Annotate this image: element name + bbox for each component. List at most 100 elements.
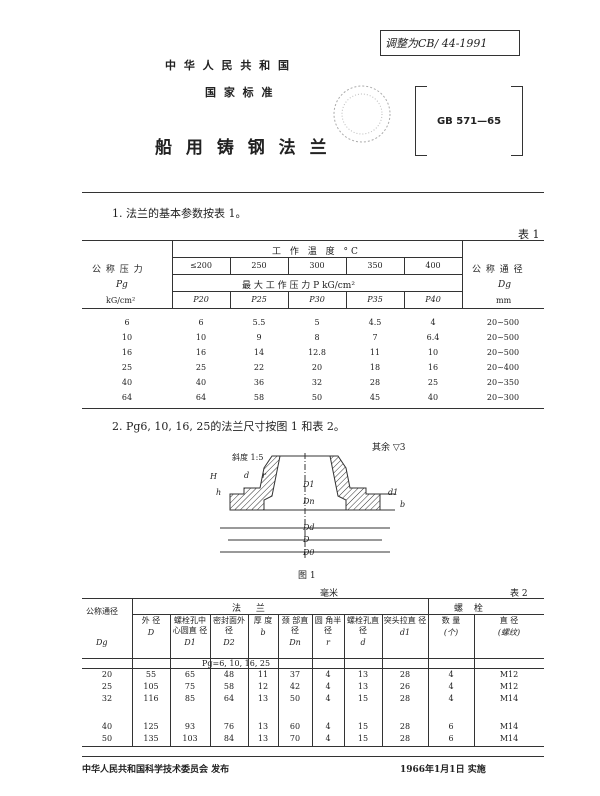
standard-code: GB 571—65 <box>436 116 502 127</box>
t2-col-name: 螺栓孔中心圆直 径 <box>172 616 208 635</box>
t2-col-line <box>428 598 429 746</box>
t2-cell: 60 <box>289 722 301 731</box>
t2-cell: 4 <box>325 734 331 743</box>
fig-label-dd: Dd <box>303 523 315 532</box>
t2-col-sym: D1 <box>184 638 196 647</box>
t1-cell: 32 <box>311 378 323 387</box>
t2-col-sym: D <box>147 628 155 637</box>
fig-label-d1: D1 <box>303 480 315 489</box>
t1-cell: 20~400 <box>486 363 520 372</box>
t2-cell: 26 <box>399 682 411 691</box>
t2-col-line <box>210 614 211 746</box>
t2-cell: 76 <box>223 722 235 731</box>
t2-cell: 103 <box>182 734 198 743</box>
t2-cell: 58 <box>223 682 235 691</box>
country-name: 中 华 人 民 共 和 国 <box>165 59 291 72</box>
t1-subhead: P30 <box>309 295 325 304</box>
t1-subhead: P40 <box>425 295 441 304</box>
t2-col-line <box>248 614 249 746</box>
t2-cell: 12 <box>257 682 269 691</box>
t1-cell: 6 <box>198 318 204 327</box>
t2-col-line <box>278 614 279 746</box>
t1-cell: 7 <box>372 333 378 342</box>
t2-cell: 13 <box>257 694 269 703</box>
t2-cell: 15 <box>357 694 369 703</box>
t2-col-line <box>170 614 171 746</box>
t1-cell: 6.4 <box>426 333 440 342</box>
t2-cell: 42 <box>289 682 301 691</box>
t2-cell: 37 <box>289 670 301 679</box>
t2-cell: 13 <box>257 734 269 743</box>
t2-cell: 4 <box>448 694 454 703</box>
t2-cell: 70 <box>289 734 301 743</box>
header-divider <box>82 192 544 193</box>
t1-cell: 20~500 <box>486 333 520 342</box>
effective-date: 1966年1月1日 实施 <box>400 765 486 775</box>
t1-temp-header: 工 作 温 度 °C <box>272 247 361 257</box>
t1-cell: 20~500 <box>486 318 520 327</box>
t2-col-name: 厚 度 <box>253 616 273 625</box>
t2-col-line <box>312 614 313 746</box>
t2-cell: M12 <box>499 670 519 679</box>
t2-cell: M14 <box>499 722 519 731</box>
t2-cell: 50 <box>101 734 113 743</box>
t1-subheads-row: P20 P25 P30 P35 P40 <box>172 295 462 304</box>
fig-label-d-hole: d <box>244 471 250 480</box>
t2-cell: 48 <box>223 670 235 679</box>
t2-cell: 84 <box>223 734 235 743</box>
t2-cell: 20 <box>101 670 113 679</box>
t2-cell: 64 <box>223 694 235 703</box>
t2-cell: 4 <box>325 694 331 703</box>
t2-cell: 6 <box>448 734 454 743</box>
t1-cell: 22 <box>253 363 265 372</box>
t1-cell: 25 <box>427 378 439 387</box>
t1-cell: 4.5 <box>368 318 382 327</box>
t2-cell: M12 <box>499 682 519 691</box>
t2-col-name: 外 径 <box>141 616 161 625</box>
t1-cell: 6 <box>124 318 130 327</box>
t2-col-name: 圆 角半 径 <box>314 616 342 635</box>
t2-cell: 13 <box>357 682 369 691</box>
t2-cell: 4 <box>325 722 331 731</box>
t1-cell: 28 <box>369 378 381 387</box>
t2-cell: 4 <box>325 670 331 679</box>
t1-cell: 40 <box>195 378 207 387</box>
t1-cell: 14 <box>253 348 265 357</box>
t2-subheader: Pg=6, 10, 16, 25 <box>202 659 271 668</box>
t1-cell: 20 <box>311 363 323 372</box>
t2-dn-sym: Dg <box>96 638 108 647</box>
t2-dn-label: 公称通径 <box>86 607 118 616</box>
t2-unit: 毫米 <box>320 589 339 599</box>
t2-cell: 50 <box>289 694 301 703</box>
t2-col-header: 直 径(螺纹) <box>475 616 543 638</box>
fig-label-b: b <box>400 500 406 509</box>
t2-cell: 116 <box>143 694 159 703</box>
t2-col-header: 螺栓孔中心圆直 径 D1 <box>171 616 209 648</box>
t2-cell: 15 <box>357 722 369 731</box>
t1-temp: ≤200 <box>190 261 212 270</box>
t1-cell: 36 <box>253 378 265 387</box>
t2-col-sym: d1 <box>399 628 411 637</box>
fig-label-d: D <box>303 535 310 544</box>
fig-label-h: H <box>210 472 217 481</box>
t2-col-sym: Dn <box>289 638 301 647</box>
t2-col-line <box>344 614 345 746</box>
table1-label: 表 1 <box>518 228 540 241</box>
fig-label-r: r <box>262 471 266 480</box>
t1-pn-unit: kG/cm² <box>106 296 136 305</box>
t1-cell: 20~300 <box>486 393 520 402</box>
issuer: 中华人民共和国科学技术委员会 发布 <box>82 765 230 775</box>
t2-col-sym: b <box>260 628 266 637</box>
t2-cell: M14 <box>499 694 519 703</box>
t1-cell: 9 <box>256 333 262 342</box>
t1-cell: 10 <box>427 348 439 357</box>
t1-pn-sym: Pg <box>116 280 128 290</box>
t2-cell: 55 <box>145 670 157 679</box>
t2-cell: 28 <box>399 694 411 703</box>
